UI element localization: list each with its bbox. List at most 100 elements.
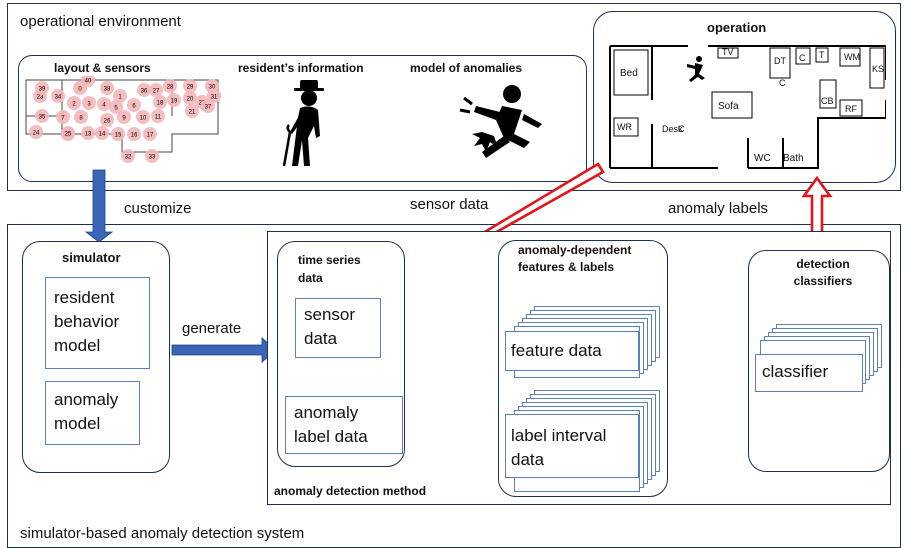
sensor-marker: 1 — [113, 89, 127, 103]
sensor-data-label: sensor data — [304, 305, 356, 348]
sensor-id-label: 38 — [104, 87, 111, 93]
falling-person-icon — [452, 80, 547, 170]
room-tv: TV — [722, 47, 734, 57]
room-desk: Desk — [662, 124, 683, 134]
sensor-id-label: 5 — [114, 106, 118, 112]
sensor-data-arrow-label: sensor data — [410, 196, 489, 213]
sensor-marker: 2 — [67, 96, 81, 110]
layout-title: layout & sensors — [54, 61, 151, 75]
sensor-id-label: 36 — [141, 89, 148, 95]
room-t: T — [819, 50, 825, 60]
sensor-floorplan: 4038034232341567826910111213141516171819… — [22, 76, 222, 171]
sensor-marker: 0 — [73, 81, 87, 95]
anomaly-detection-method-title: anomaly detection method — [274, 484, 427, 498]
room-dt: DT — [774, 56, 786, 66]
sensor-marker: 4 — [97, 97, 111, 111]
sensor-marker: 7 — [56, 110, 70, 124]
sensor-id-label: 32 — [125, 155, 132, 161]
sensor-id-label: 24 — [33, 131, 40, 137]
operation-floorplan: Bed TV DT C T WM KS C CB RF Sofa WR Desk… — [608, 40, 886, 170]
sensor-marker: 16 — [127, 127, 141, 141]
sensor-id-label: 8 — [79, 116, 83, 122]
sensor-marker: 38 — [100, 81, 114, 95]
sensor-id-label: 40 — [85, 79, 92, 85]
sensor-id-label: 19 — [171, 99, 178, 105]
elderly-resident-icon — [280, 78, 340, 170]
resident-behavior-model-label: resident behavior model — [54, 288, 120, 355]
sensor-marker: 15 — [111, 127, 125, 141]
sensor-marker: 24 — [29, 125, 43, 139]
room-chair-1: C — [799, 53, 806, 63]
sensor-marker: 18 — [153, 95, 167, 109]
resident-title: resident’s information — [238, 61, 364, 75]
sensor-marker: 39 — [35, 81, 49, 95]
operation-panel — [593, 11, 896, 183]
sensor-marker: 14 — [95, 126, 109, 140]
generate-label: generate — [182, 320, 242, 337]
sensor-id-label: 34 — [55, 95, 62, 101]
sensor-marker: 8 — [74, 110, 88, 124]
sensor-marker: 21 — [185, 104, 199, 118]
room-chair-2: C — [779, 78, 786, 88]
operation-title: operation — [707, 20, 767, 35]
sensor-marker: 10 — [136, 110, 150, 124]
anomalies-title: model of anomalies — [410, 61, 523, 75]
sensor-marker: 9 — [117, 110, 131, 124]
system-title: simulator-based anomaly detection system — [20, 525, 305, 542]
sensor-marker: 17 — [143, 127, 157, 141]
sensor-id-label: 28 — [167, 85, 174, 91]
sensor-id-label: 9 — [122, 116, 126, 122]
sensor-marker: 33 — [145, 149, 159, 163]
anomaly-labels-label: anomaly labels — [668, 200, 769, 217]
sensor-marker: 36 — [137, 83, 151, 97]
sensor-id-label: 30 — [209, 85, 216, 91]
sensor-id-label: 6 — [132, 104, 136, 110]
sensor-data-box — [295, 298, 381, 358]
sensor-id-label: 2 — [72, 102, 76, 108]
classifier-label: classifier — [762, 362, 829, 381]
sensor-id-label: 21 — [189, 110, 196, 116]
sensor-id-label: 27 — [153, 89, 160, 95]
sensor-marker: 19 — [167, 93, 181, 107]
sensor-id-label: 15 — [115, 133, 122, 139]
sensor-id-label: 29 — [187, 85, 194, 91]
sensor-id-label: 3 — [87, 102, 91, 108]
sensor-id-label: 18 — [157, 101, 164, 107]
room-wc: WC — [754, 153, 771, 164]
detection-classifiers-title: detection classifiers — [793, 257, 853, 288]
sensor-marker: 35 — [35, 109, 49, 123]
sensor-id-label: 10 — [140, 116, 147, 122]
customize-label: customize — [124, 200, 192, 217]
sensor-id-label: 23 — [37, 95, 44, 101]
resident-behavior-model-box — [45, 277, 150, 369]
sensor-marker: 28 — [163, 79, 177, 93]
time-series-title: time series data — [298, 253, 361, 285]
simulator-title: simulator — [62, 250, 121, 265]
anomaly-model-label: anomaly model — [54, 390, 119, 433]
sensor-id-label: 11 — [155, 115, 162, 121]
room-wm: WM — [844, 52, 860, 62]
sensor-marker: 27 — [149, 83, 163, 97]
classifier-box — [755, 354, 863, 392]
sensor-marker: 29 — [183, 79, 197, 93]
sensor-marker: 11 — [151, 109, 165, 123]
sensor-id-label: 26 — [104, 119, 111, 125]
room-cb: CB — [821, 96, 834, 106]
sensor-marker: 13 — [81, 126, 95, 140]
feature-data-label: feature data — [511, 341, 602, 360]
anomaly-model-box — [45, 381, 140, 445]
room-rf: RF — [845, 104, 857, 114]
sensor-id-label: 7 — [61, 116, 65, 122]
feature-data-box — [505, 331, 639, 371]
sensor-id-label: 20 — [187, 97, 194, 103]
room-chair-3: C — [678, 124, 685, 134]
sensor-marker: 20 — [183, 91, 197, 105]
sensor-marker: 37 — [201, 99, 215, 113]
operation-fall-icon — [687, 56, 705, 82]
sensor-id-label: 37 — [205, 105, 212, 111]
sensor-id-label: 13 — [85, 132, 92, 138]
sensor-id-label: 14 — [99, 132, 106, 138]
sensor-id-label: 4 — [102, 103, 106, 109]
room-ks: KS — [872, 64, 885, 74]
anomaly-label-data-label: anomaly label data — [294, 403, 368, 446]
